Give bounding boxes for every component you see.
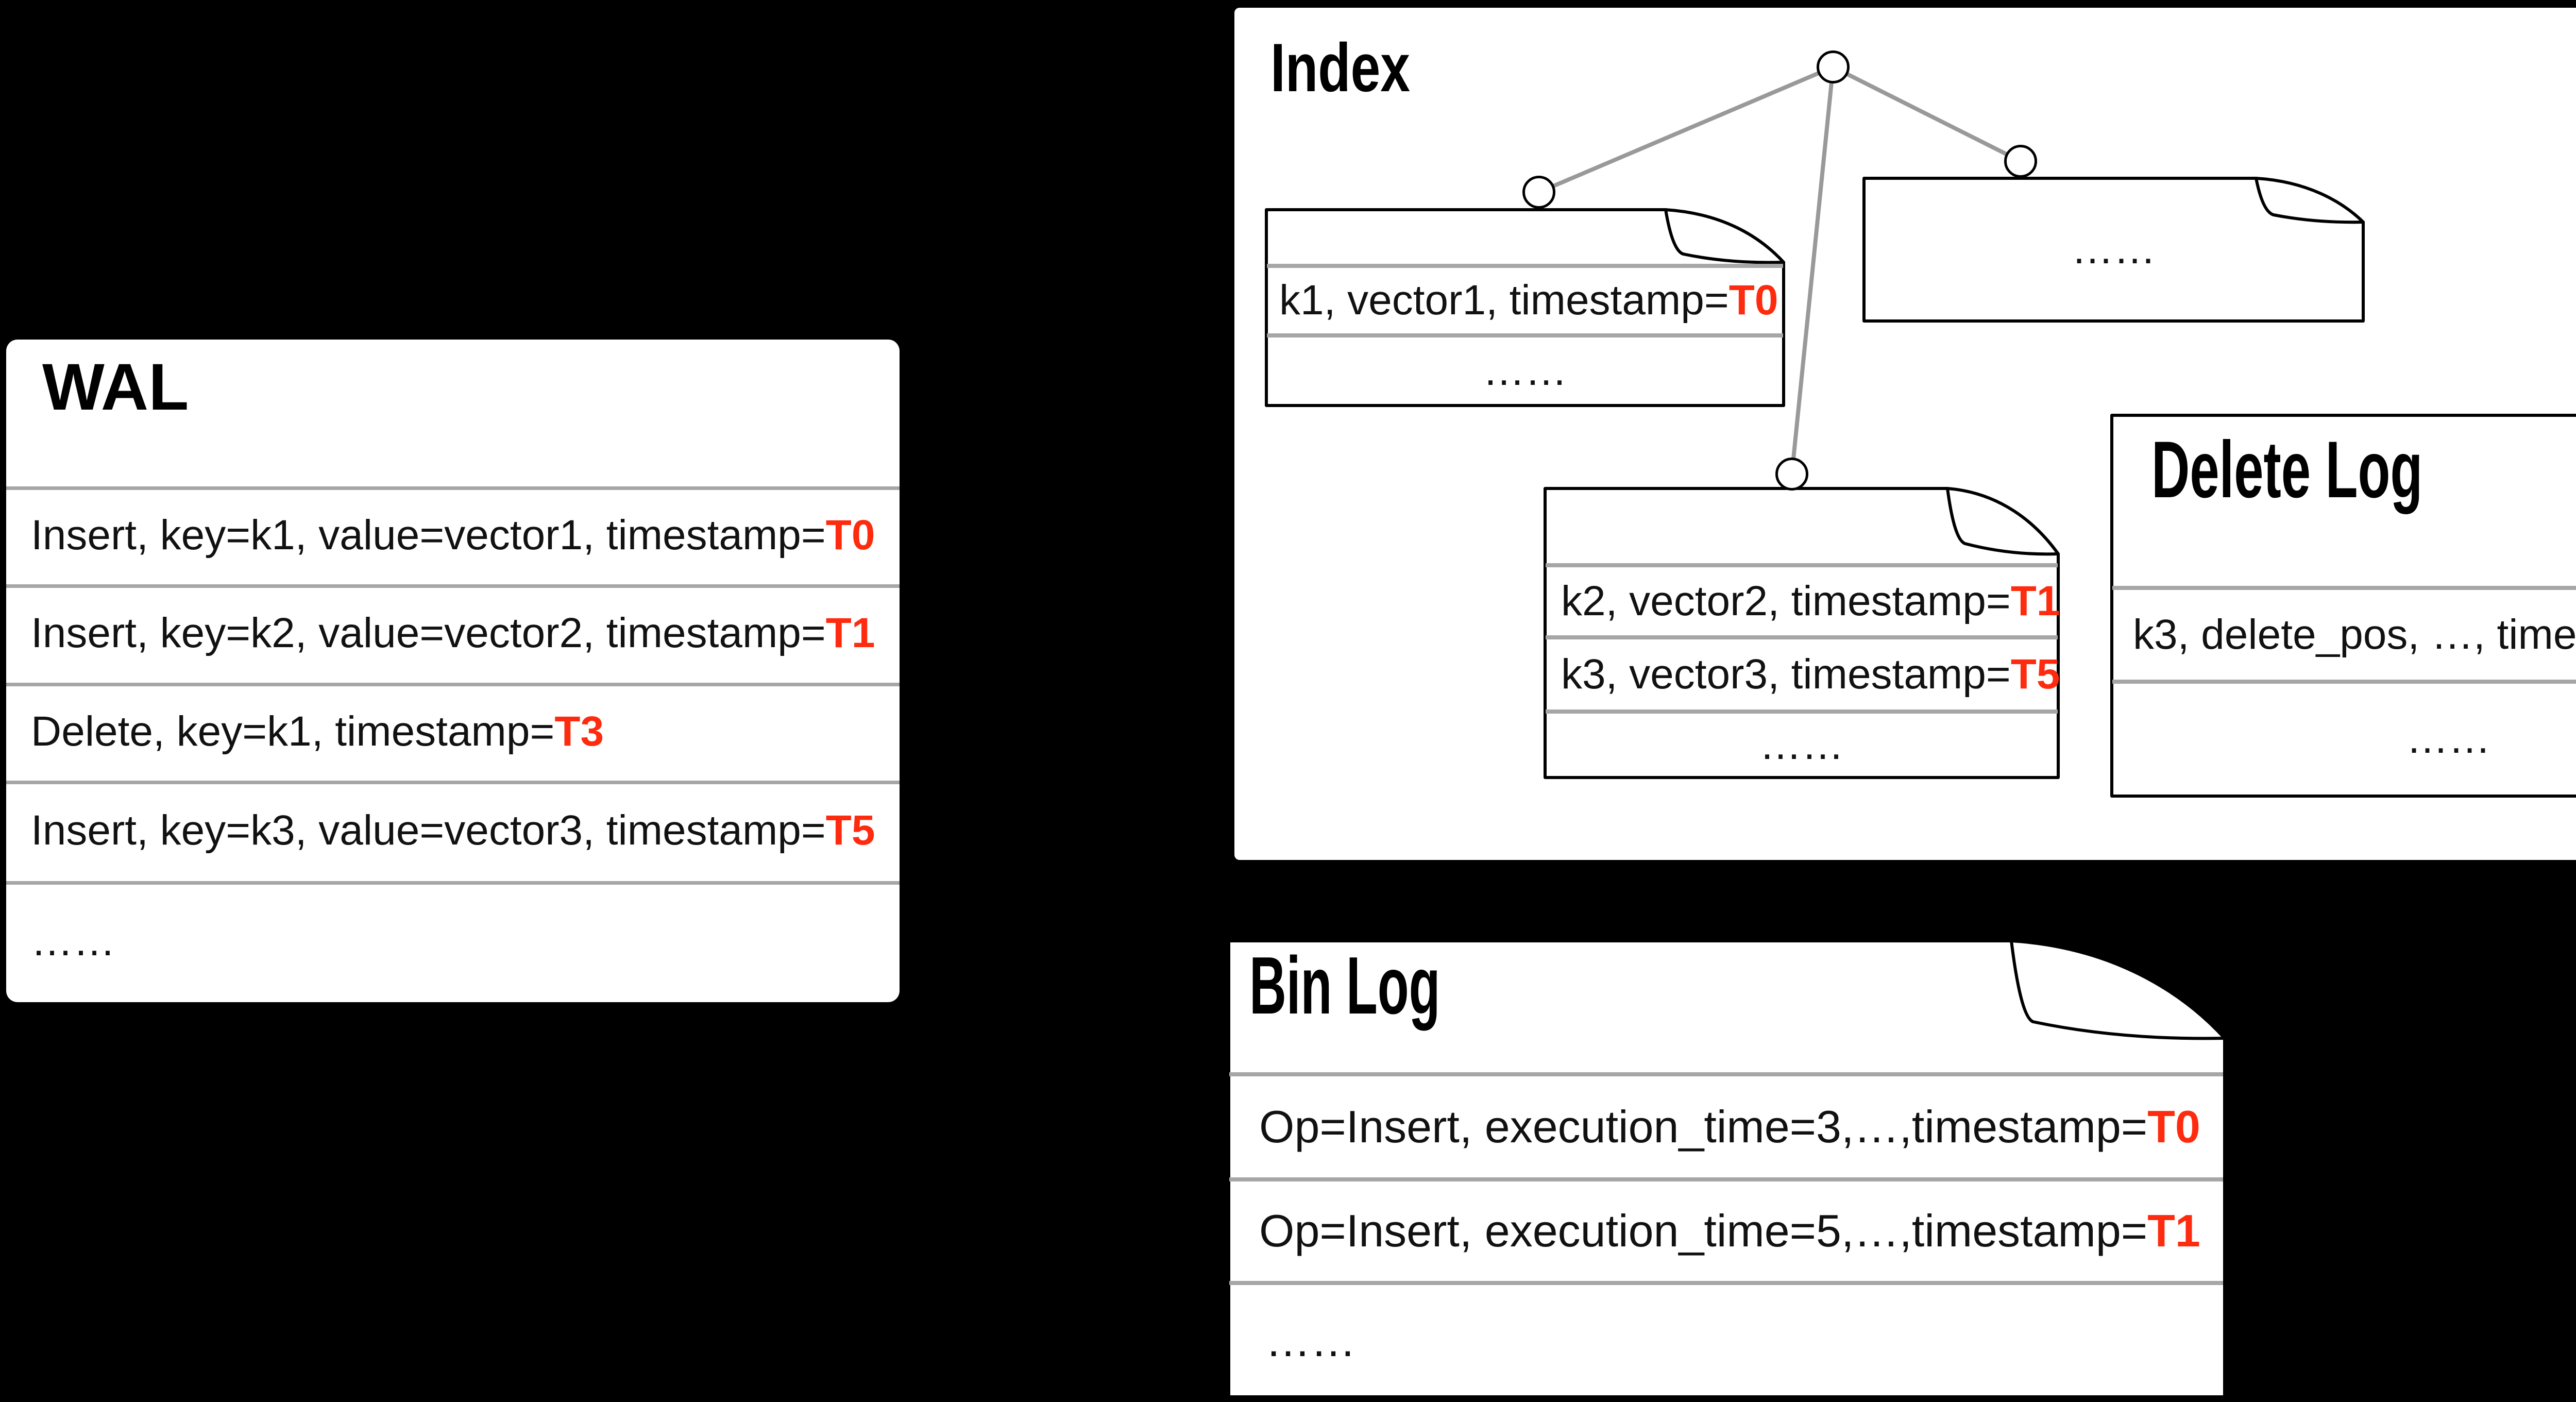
index-title: Index — [1270, 30, 1410, 106]
wal-title: WAL — [42, 350, 189, 424]
index-leaf-middle: k2, vector2, timestamp=T1 k3, vector3, t… — [1544, 487, 2060, 779]
wal-row: Insert, key=k3, value=vector3, timestamp… — [6, 781, 900, 881]
bin-log-row: Op=Insert, execution_time=3,…,timestamp=… — [1227, 1074, 2226, 1179]
row-separator — [6, 781, 900, 784]
wal-row: Insert, key=k2, value=vector2, timestamp… — [6, 584, 900, 683]
timestamp-value: T5 — [825, 807, 875, 854]
leaf-row-text: k3, vector3, timestamp= — [1561, 650, 2011, 698]
row-separator — [6, 683, 900, 686]
tree-node-left — [1522, 176, 1555, 209]
document-shape — [1265, 208, 1785, 407]
tree-node-middle — [1775, 458, 1808, 491]
leaf-row-text: k2, vector2, timestamp= — [1561, 577, 2011, 624]
tree-node-right — [2004, 145, 2037, 178]
leaf-more-row: …… — [1483, 347, 1567, 395]
bin-log-row: Op=Insert, execution_time=5,…,timestamp=… — [1227, 1179, 2226, 1283]
document-shape — [1227, 939, 2226, 1398]
page-curl-icon — [2255, 177, 2365, 224]
timestamp-value: T0 — [1728, 277, 1778, 324]
wal-row: Delete, key=k1, timestamp=T3 — [6, 683, 900, 781]
bin-log-more-row: …… — [1265, 1314, 1356, 1366]
timestamp-value: T3 — [554, 707, 604, 755]
leaf-more-row: …… — [2071, 226, 2156, 273]
timestamp-value: T0 — [2147, 1101, 2200, 1152]
timestamp-value: T1 — [2147, 1205, 2200, 1257]
delete-log-row-text: k3, delete_pos, …, timestamp= — [2133, 611, 2576, 658]
page-curl-icon — [2010, 939, 2226, 1040]
delete-log-more-row: …… — [2406, 715, 2491, 762]
timestamp-value: T1 — [2010, 577, 2060, 624]
leaf-more-row: …… — [1759, 721, 1844, 769]
page-curl-icon — [1664, 208, 1785, 264]
delete-log-box: Delete Log k3, delete_pos, …, timestamp=… — [2110, 414, 2576, 798]
timestamp-value: T5 — [2010, 650, 2060, 698]
tree-edges — [1538, 65, 2022, 475]
wal-row: Insert, key=k1, value=vector1, timestamp… — [6, 486, 900, 584]
bin-log-title: Bin Log — [1249, 940, 1440, 1031]
row-separator — [6, 584, 900, 588]
timestamp-value: T0 — [825, 511, 875, 559]
index-leaf-left: k1, vector1, timestamp=T0 …… — [1265, 208, 1785, 407]
bin-log-row-text: Op=Insert, execution_time=5,…,timestamp= — [1259, 1205, 2148, 1257]
document-outline — [2110, 414, 2576, 798]
tree-edge — [1790, 66, 1835, 475]
index-panel: Index k1, vector1, timestamp=T0 …… — [1234, 8, 2576, 860]
wal-row-text: Insert, key=k2, value=vector2, timestamp… — [31, 610, 826, 657]
tree-edge — [1832, 65, 2022, 163]
document-shape — [2110, 414, 2576, 798]
wal-more-row: …… — [31, 918, 115, 965]
leaf-row-text: k1, vector1, timestamp= — [1279, 277, 1729, 324]
timestamp-value: T1 — [825, 610, 875, 657]
tree-edge — [1538, 65, 1834, 194]
document-shape — [1862, 177, 2365, 323]
delete-log-row: k3, delete_pos, …, timestamp=T3 — [2110, 588, 2576, 682]
delete-log-title: Delete Log — [2151, 425, 2423, 515]
row-separator — [6, 486, 900, 490]
tree-node-root — [1817, 50, 1850, 83]
leaf-row: k1, vector1, timestamp=T0 — [1265, 266, 1785, 335]
page-curl-icon — [1946, 487, 2060, 556]
bin-log-box: Bin Log Op=Insert, execution_time=3,…,ti… — [1227, 939, 2226, 1398]
wal-box: WAL Insert, key=k1, value=vector1, times… — [6, 340, 900, 1002]
wal-row-text: Delete, key=k1, timestamp= — [31, 707, 555, 755]
row-separator — [6, 881, 900, 885]
index-leaf-right: …… — [1862, 177, 2365, 323]
leaf-row: k2, vector2, timestamp=T1 — [1544, 565, 2060, 637]
wal-row-text: Insert, key=k1, value=vector1, timestamp… — [31, 511, 826, 559]
document-shape — [1544, 487, 2060, 779]
wal-row-text: Insert, key=k3, value=vector3, timestamp… — [31, 807, 826, 854]
bin-log-row-text: Op=Insert, execution_time=3,…,timestamp= — [1259, 1101, 2148, 1152]
leaf-row: k3, vector3, timestamp=T5 — [1544, 637, 2060, 712]
